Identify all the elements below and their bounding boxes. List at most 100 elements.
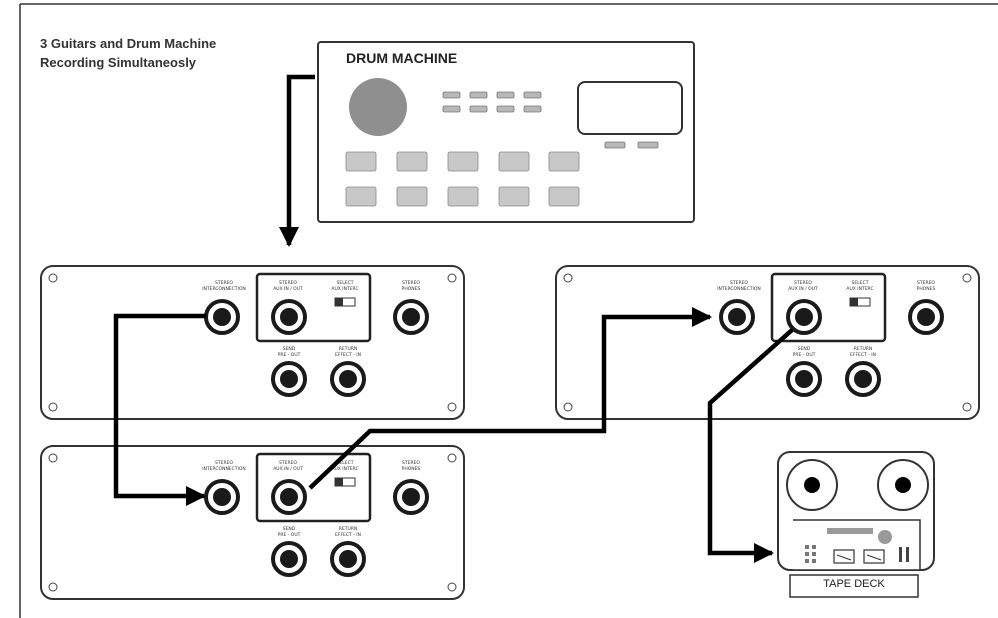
screw-icon	[563, 273, 573, 283]
aux-select-box	[255, 452, 372, 523]
tape-deck-keypad	[805, 545, 816, 563]
drum-machine-label: DRUM MACHINE	[346, 50, 458, 66]
label-stereo-interconnection: INTERCONNECTION	[202, 466, 246, 472]
label-return: EFFECT - IN	[335, 532, 361, 538]
select-switch-knob	[850, 298, 858, 306]
screw-icon	[962, 402, 972, 412]
jack-return-effect-in-hole	[339, 550, 357, 568]
unit-panel	[40, 265, 465, 420]
diagram-title-line-1: 3 Guitars and Drum Machine	[40, 36, 217, 51]
jack-send-pre-out-hole	[280, 370, 298, 388]
label-return: RETURN	[854, 346, 873, 352]
jack-return-effect-in-hole	[854, 370, 872, 388]
label-stereo-aux: STEREO	[279, 280, 297, 286]
label-stereo-interconnection: STEREO	[215, 280, 233, 286]
label-stereo-phones: STEREO	[917, 280, 935, 286]
screw-icon	[447, 273, 457, 283]
label-stereo-interconnection: STEREO	[215, 460, 233, 466]
screw-icon	[48, 402, 58, 412]
diagram-title-line-2: Recording Simultaneosly	[40, 55, 197, 70]
drum-machine-knob	[349, 78, 407, 136]
label-stereo-interconnection: INTERCONNECTION	[717, 286, 761, 292]
label-select: AUX INTERC	[331, 466, 358, 472]
jack-stereo-interconnection-hole	[213, 308, 231, 326]
jack-return-effect-in-hole	[339, 370, 357, 388]
label-send: SEND	[283, 526, 296, 532]
label-return: RETURN	[339, 346, 358, 352]
unit-panel	[40, 445, 465, 600]
label-send: PRE - OUT	[278, 352, 301, 358]
label-stereo-phones: STEREO	[402, 460, 420, 466]
label-stereo-interconnection: INTERCONNECTION	[202, 286, 246, 292]
signal-cables	[113, 74, 794, 564]
tape-deck-meter	[863, 549, 885, 564]
label-send: PRE - OUT	[278, 532, 301, 538]
cable-unit2-to-unit3	[308, 306, 713, 490]
jack-stereo-phones-hole	[402, 308, 420, 326]
drum-machine-display-button	[637, 141, 659, 149]
jack-aux-in-out-hole	[280, 308, 298, 326]
jack-stereo-phones-hole	[917, 308, 935, 326]
label-select: AUX INTERC	[331, 286, 358, 292]
label-stereo-phones: PHONES	[402, 466, 421, 472]
label-return: EFFECT - IN	[335, 352, 361, 358]
label-select: AUX INTERC	[846, 286, 873, 292]
label-send: PRE - OUT	[793, 352, 816, 358]
select-switch-knob	[335, 298, 343, 306]
tape-deck-pause-icon	[899, 547, 902, 562]
label-stereo-interconnection: STEREO	[730, 280, 748, 286]
cable-drum-machine-to-unit1	[278, 74, 315, 248]
label-send: SEND	[798, 346, 811, 352]
label-select: SELECT	[337, 280, 354, 286]
label-send: SEND	[283, 346, 296, 352]
label-stereo-aux: AUX IN / OUT	[273, 466, 303, 472]
aux-select-box	[770, 272, 887, 343]
jack-aux-in-out-hole	[795, 308, 813, 326]
unit-panel	[555, 265, 980, 420]
screw-icon	[563, 402, 573, 412]
tape-deck-label: TAPE DECK	[823, 578, 885, 590]
label-stereo-aux: AUX IN / OUT	[273, 286, 303, 292]
label-stereo-aux: STEREO	[794, 280, 812, 286]
jack-stereo-interconnection-hole	[728, 308, 746, 326]
jack-send-pre-out-hole	[280, 550, 298, 568]
drum-machine-display-button	[604, 141, 626, 149]
label-stereo-phones: PHONES	[917, 286, 936, 292]
screw-icon	[447, 402, 457, 412]
jack-aux-in-out-hole	[280, 488, 298, 506]
label-return: RETURN	[339, 526, 358, 532]
screw-icon	[48, 273, 58, 283]
label-stereo-phones: STEREO	[402, 280, 420, 286]
screw-icon	[447, 582, 457, 592]
label-select: SELECT	[852, 280, 869, 286]
cable-unit1-to-unit2	[113, 313, 207, 507]
label-stereo-aux: AUX IN / OUT	[788, 286, 818, 292]
tape-deck-meter	[833, 549, 855, 564]
jack-stereo-phones-hole	[402, 488, 420, 506]
screw-icon	[447, 453, 457, 463]
tape-deck-knob	[878, 530, 892, 544]
drum-machine-display	[577, 81, 683, 135]
label-stereo-phones: PHONES	[402, 286, 421, 292]
jack-stereo-interconnection-hole	[213, 488, 231, 506]
tape-deck	[777, 451, 935, 598]
jack-send-pre-out-hole	[795, 370, 813, 388]
screw-icon	[962, 273, 972, 283]
drum-machine	[317, 41, 695, 223]
screw-icon	[48, 453, 58, 463]
cable-unit3-to-tape-deck	[707, 328, 794, 564]
tape-deck-label-box	[789, 574, 919, 598]
select-switch-knob	[335, 478, 343, 486]
label-stereo-aux: STEREO	[279, 460, 297, 466]
aux-select-box	[255, 272, 372, 343]
label-return: EFFECT - IN	[850, 352, 876, 358]
screw-icon	[48, 582, 58, 592]
label-select: SELECT	[337, 460, 354, 466]
tape-head	[827, 528, 873, 534]
drum-machine-pads	[345, 151, 580, 207]
drum-machine-small-buttons	[442, 91, 542, 113]
